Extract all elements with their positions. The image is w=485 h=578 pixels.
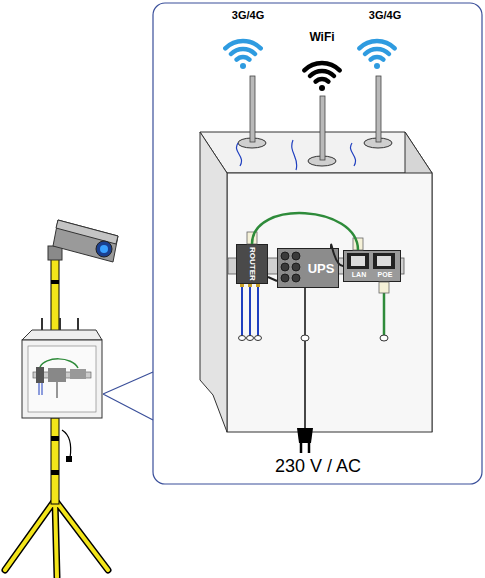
box-top bbox=[200, 132, 432, 173]
antenna-rod bbox=[376, 76, 381, 142]
antenna-cable bbox=[242, 284, 258, 336]
voltage-label: 230 V / AC bbox=[238, 456, 398, 477]
network-cable bbox=[383, 292, 386, 336]
mains-plug bbox=[297, 428, 313, 443]
router-box: ROUTER bbox=[236, 244, 268, 284]
callout-bubble bbox=[153, 3, 482, 484]
signal-icon bbox=[304, 63, 339, 91]
antenna-connector bbox=[242, 284, 258, 287]
camera bbox=[48, 220, 118, 262]
signal-icon bbox=[359, 41, 394, 69]
power-cord bbox=[304, 288, 306, 428]
antenna-rod bbox=[250, 76, 255, 142]
cable-gland bbox=[239, 335, 389, 341]
network-label: 3G/4G bbox=[222, 9, 274, 21]
node-text: LAN bbox=[346, 271, 372, 278]
antenna-rod bbox=[320, 96, 325, 160]
tripod bbox=[5, 255, 108, 577]
node-text: POE bbox=[372, 271, 398, 278]
box-door bbox=[200, 132, 227, 432]
node-text: UPS bbox=[304, 249, 338, 287]
callout-tail bbox=[103, 372, 153, 420]
plug-prong bbox=[301, 443, 309, 453]
signal-icon bbox=[225, 41, 260, 69]
small-enclosure bbox=[22, 318, 102, 418]
node-text: ROUTER bbox=[237, 245, 267, 283]
rj45-plug bbox=[247, 232, 389, 293]
cable-connector bbox=[268, 277, 277, 281]
box-interior bbox=[227, 173, 432, 432]
network-label: WiFi bbox=[300, 30, 344, 44]
antenna-wire bbox=[236, 140, 355, 170]
network-label: 3G/4G bbox=[359, 9, 411, 21]
